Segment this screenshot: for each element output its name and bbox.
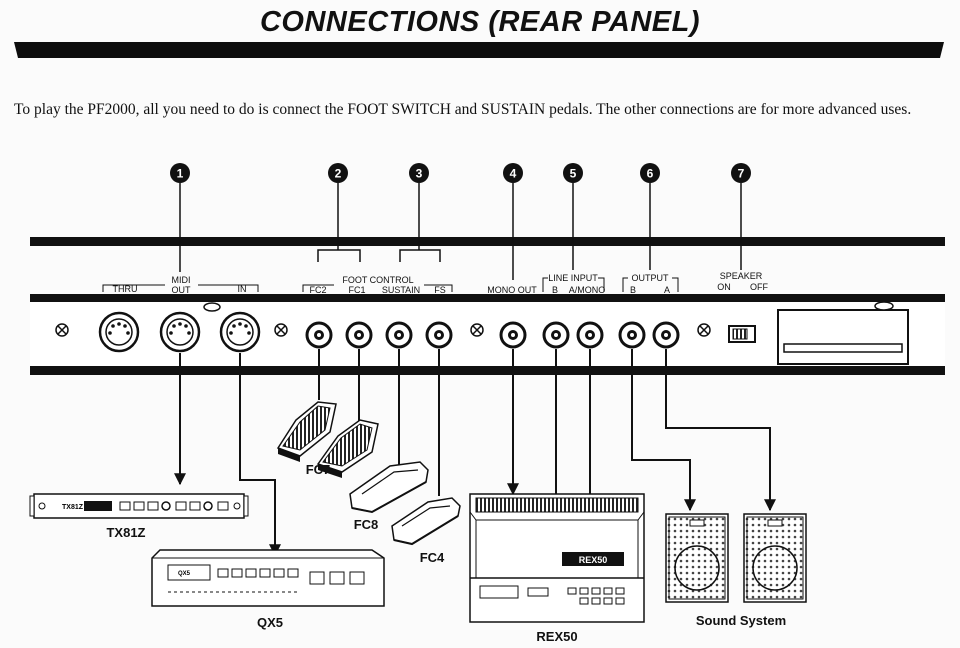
fc8-label: FC8 [354,517,379,532]
title-underline-bar [14,42,944,58]
label-midi-out: OUT [172,285,192,295]
rex50-face-label: REX50 [579,555,608,565]
label-fc2: FC2 [309,285,326,295]
cable-midi-in-from-qx5 [239,353,281,557]
fc8-pedal-icon [349,461,429,514]
rex50-label: REX50 [536,629,577,644]
label-fs: FS [434,285,446,295]
callout-4-number: 4 [510,167,517,181]
speaker-switch-icon [728,325,756,343]
callout-3: 3 [399,163,441,262]
callout-6-number: 6 [647,167,654,181]
label-midi: MIDI [172,275,191,285]
speaker-right-icon [743,513,807,603]
label-line-input-b: B [552,285,558,295]
qx5-face-label: QX5 [178,571,191,577]
panel-labels: MIDI THRU OUT IN FOOT CONTROL FC2 FC1 SU… [102,271,768,295]
fs-jack-icon [425,321,453,349]
label-speaker-on: ON [717,282,731,292]
callout-5: 5 [563,163,583,270]
callout-7-number: 7 [738,167,745,181]
fc7-pedal-icon [276,401,337,462]
tx81z-module: TX81Z [29,493,249,519]
speaker-left-icon [665,513,729,603]
midi-in-jack-icon [219,311,261,353]
line-input-b-jack-icon [542,321,570,349]
callout-3-number: 3 [416,167,423,181]
fc7b-pedal-icon [316,419,379,478]
output-a-jack-icon [652,321,680,349]
midi-out-jack-icon [159,311,201,353]
panel-jacks [55,301,909,365]
screw-icon [470,323,484,337]
output-b-jack-icon [618,321,646,349]
fc7-label: FC7 [306,462,331,477]
qx5-label: QX5 [257,615,283,630]
callout-5-number: 5 [570,167,577,181]
midi-thru-jack-icon [98,311,140,353]
label-output: OUTPUT [632,273,670,283]
label-mono-out: MONO OUT [487,285,537,295]
callout-1: 1 [170,163,190,272]
sound-system-label: Sound System [696,613,786,628]
label-midi-thru: THRU [113,284,138,294]
intro-paragraph: To play the PF2000, all you need to do i… [14,101,912,118]
fc4-label: FC4 [420,550,445,565]
label-output-a: A [664,285,670,295]
callout-2: 2 [317,163,361,262]
screw-icon [274,323,288,337]
line-input-a-jack-icon [576,321,604,349]
callout-4: 4 [503,163,523,280]
fc2-jack-icon [305,321,333,349]
callout-markers: 1 2 3 4 5 6 [170,163,751,280]
fc1-jack-icon [345,321,373,349]
label-midi-in: IN [238,284,247,294]
tx81z-face-label: TX81Z [62,504,84,511]
screw-icon [697,323,711,337]
fc4-pedal-icon [391,497,461,546]
label-foot-control: FOOT CONTROL [342,275,413,285]
label-speaker: SPEAKER [720,271,763,281]
label-sustain: SUSTAIN [382,285,420,295]
callout-6: 6 [640,163,660,270]
label-line-input: LINE INPUT [548,273,598,283]
label-fc1: FC1 [348,285,365,295]
label-output-b: B [630,285,636,295]
connection-cables [174,349,776,557]
callout-1-number: 1 [177,167,184,181]
label-speaker-off: OFF [750,282,768,292]
qx5-sequencer: QX5 [151,549,385,607]
callout-2-number: 2 [335,167,342,181]
page-title: CONNECTIONS (REAR PANEL) [259,6,701,38]
tx81z-label: TX81Z [106,525,145,540]
cable-output-b-to-speaker [631,349,696,512]
sustain-jack-icon [385,321,413,349]
screw-icon [55,323,69,337]
panel-cover-plate [777,301,909,365]
mono-out-jack-icon [499,321,527,349]
callout-7: 7 [731,163,751,270]
rex50-unit: REX50 [469,493,645,623]
cable-output-a-to-speaker [665,349,776,512]
label-line-input-a-mono: A/MONO [569,285,606,295]
